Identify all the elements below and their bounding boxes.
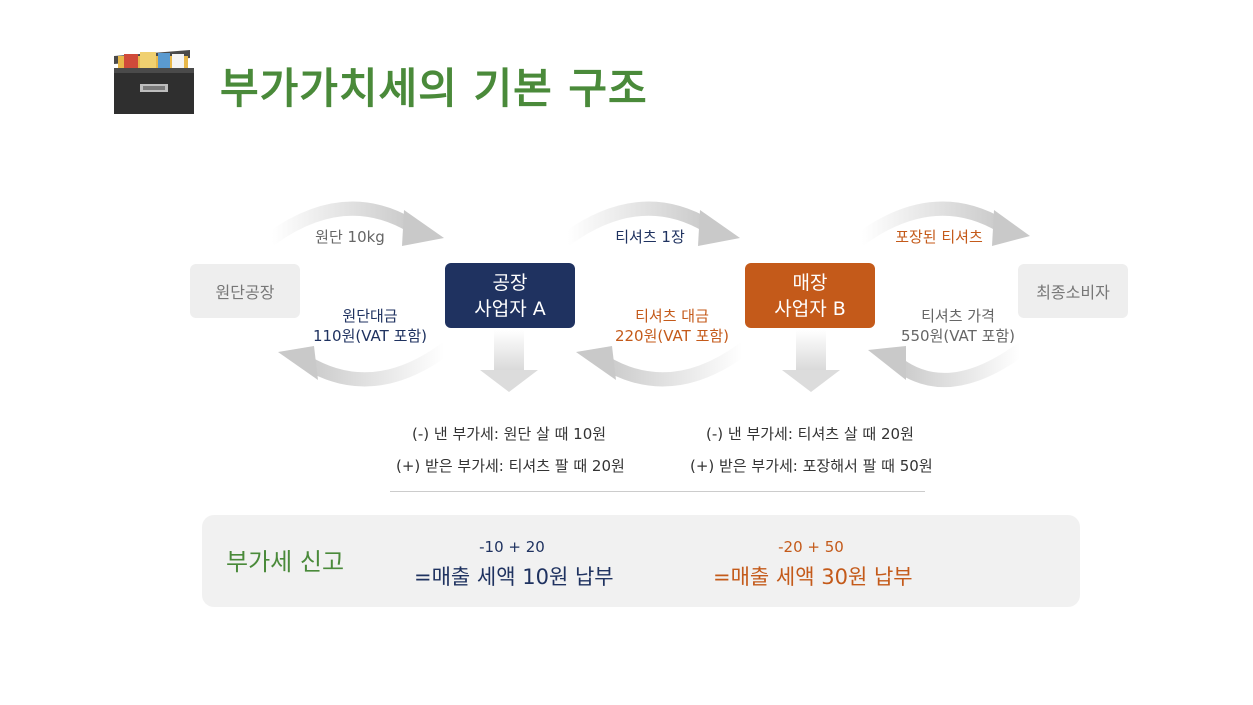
payment-label-3-line2: 550원(VAT 포함) [900, 327, 1016, 345]
payment-arrow-2 [576, 343, 749, 387]
payment-label-1-line2: 110원(VAT 포함) [312, 327, 428, 345]
origin-box: 원단공장 [190, 264, 300, 318]
store-label-line1: 매장 [792, 271, 828, 294]
report-a-result: =매출 세액 10원 납부 [414, 565, 614, 589]
factory-label-line2: 사업자 A [474, 297, 546, 320]
report-title: 부가세 신고 [226, 548, 345, 576]
note-a-paid: (-) 낸 부가세: 원단 살 때 10원 [412, 425, 607, 443]
store-label-line2: 사업자 B [774, 297, 846, 320]
goods-label-2: 티셔츠 1장 [615, 228, 685, 246]
factory-label-line1: 공장 [492, 271, 528, 294]
payment-label-2: 티셔츠 대금 220원(VAT 포함) [602, 306, 742, 346]
file-cabinet-icon [110, 46, 196, 116]
payment-label-2-line1: 티셔츠 대금 [635, 307, 709, 325]
payment-label-3: 티셔츠 가격 550원(VAT 포함) [888, 306, 1028, 346]
report-b-result: =매출 세액 30원 납부 [713, 565, 913, 589]
consumer-label: 최종소비자 [1036, 283, 1110, 302]
goods-label-3: 포장된 티셔츠 [895, 228, 983, 246]
factory-box: 공장 사업자 A [445, 263, 575, 328]
payment-arrow-1 [278, 343, 451, 387]
goods-arrow-2 [561, 201, 740, 246]
note-b-paid: (-) 낸 부가세: 티셔츠 살 때 20원 [706, 425, 914, 443]
payment-label-2-line2: 220원(VAT 포함) [614, 327, 730, 345]
report-b-calc: -20 + 50 [778, 538, 844, 556]
goods-arrow-1 [265, 201, 444, 246]
payment-label-1: 원단대금 110원(VAT 포함) [300, 306, 440, 346]
payment-label-3-line1: 티셔츠 가격 [921, 307, 995, 325]
note-b-received: (+) 받은 부가세: 포장해서 팔 때 50원 [690, 457, 933, 475]
consumer-box: 최종소비자 [1018, 264, 1128, 318]
report-a-calc: -10 + 20 [479, 538, 545, 556]
payment-label-1-line1: 원단대금 [342, 307, 398, 325]
divider [390, 491, 925, 492]
report-panel [202, 515, 1080, 607]
goods-arrow-3 [855, 201, 1030, 246]
store-box: 매장 사업자 B [745, 263, 875, 328]
down-arrow-a [480, 330, 538, 392]
payment-arrow-3 [868, 343, 1027, 388]
origin-label: 원단공장 [215, 283, 275, 302]
down-arrow-b [782, 330, 840, 392]
page-title: 부가가치세의 기본 구조 [220, 64, 648, 113]
note-a-received: (+) 받은 부가세: 티셔츠 팔 때 20원 [396, 457, 625, 475]
goods-label-1: 원단 10kg [315, 228, 385, 246]
